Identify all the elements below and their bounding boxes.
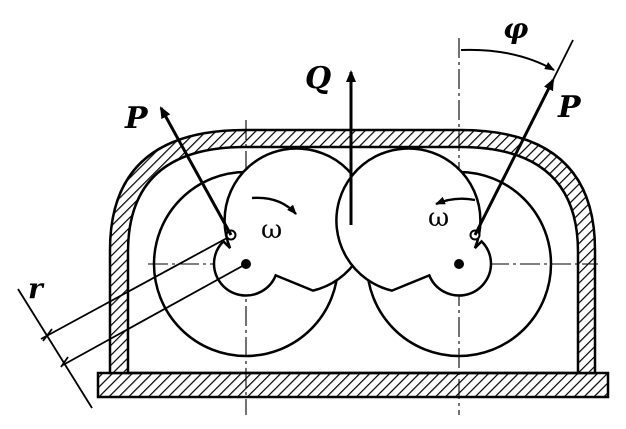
base-plate bbox=[96, 371, 610, 399]
angle-phi-label: φ bbox=[503, 12, 529, 45]
rotor-right-center bbox=[454, 259, 464, 269]
phi-extension-line bbox=[552, 39, 574, 81]
omega-right-arrow bbox=[435, 196, 476, 206]
rotor-left bbox=[152, 147, 370, 358]
force-p-left-arrow bbox=[159, 106, 233, 236]
omega-left-arrow bbox=[251, 196, 297, 215]
force-p-right-arrow bbox=[473, 78, 555, 236]
force-p-right-label: P bbox=[557, 90, 582, 125]
omega-left-label: ω bbox=[261, 215, 282, 245]
force-q-label: Q bbox=[305, 61, 331, 96]
rotor-right bbox=[335, 147, 553, 358]
eccentric-right bbox=[335, 147, 493, 297]
phi-angle-arc bbox=[460, 48, 555, 71]
omega-right-label: ω bbox=[428, 203, 449, 233]
radius-r-label: r bbox=[28, 272, 45, 305]
housing-wall bbox=[108, 128, 597, 375]
radius-dimension bbox=[17, 237, 247, 409]
force-p-left-label: P bbox=[124, 101, 149, 136]
